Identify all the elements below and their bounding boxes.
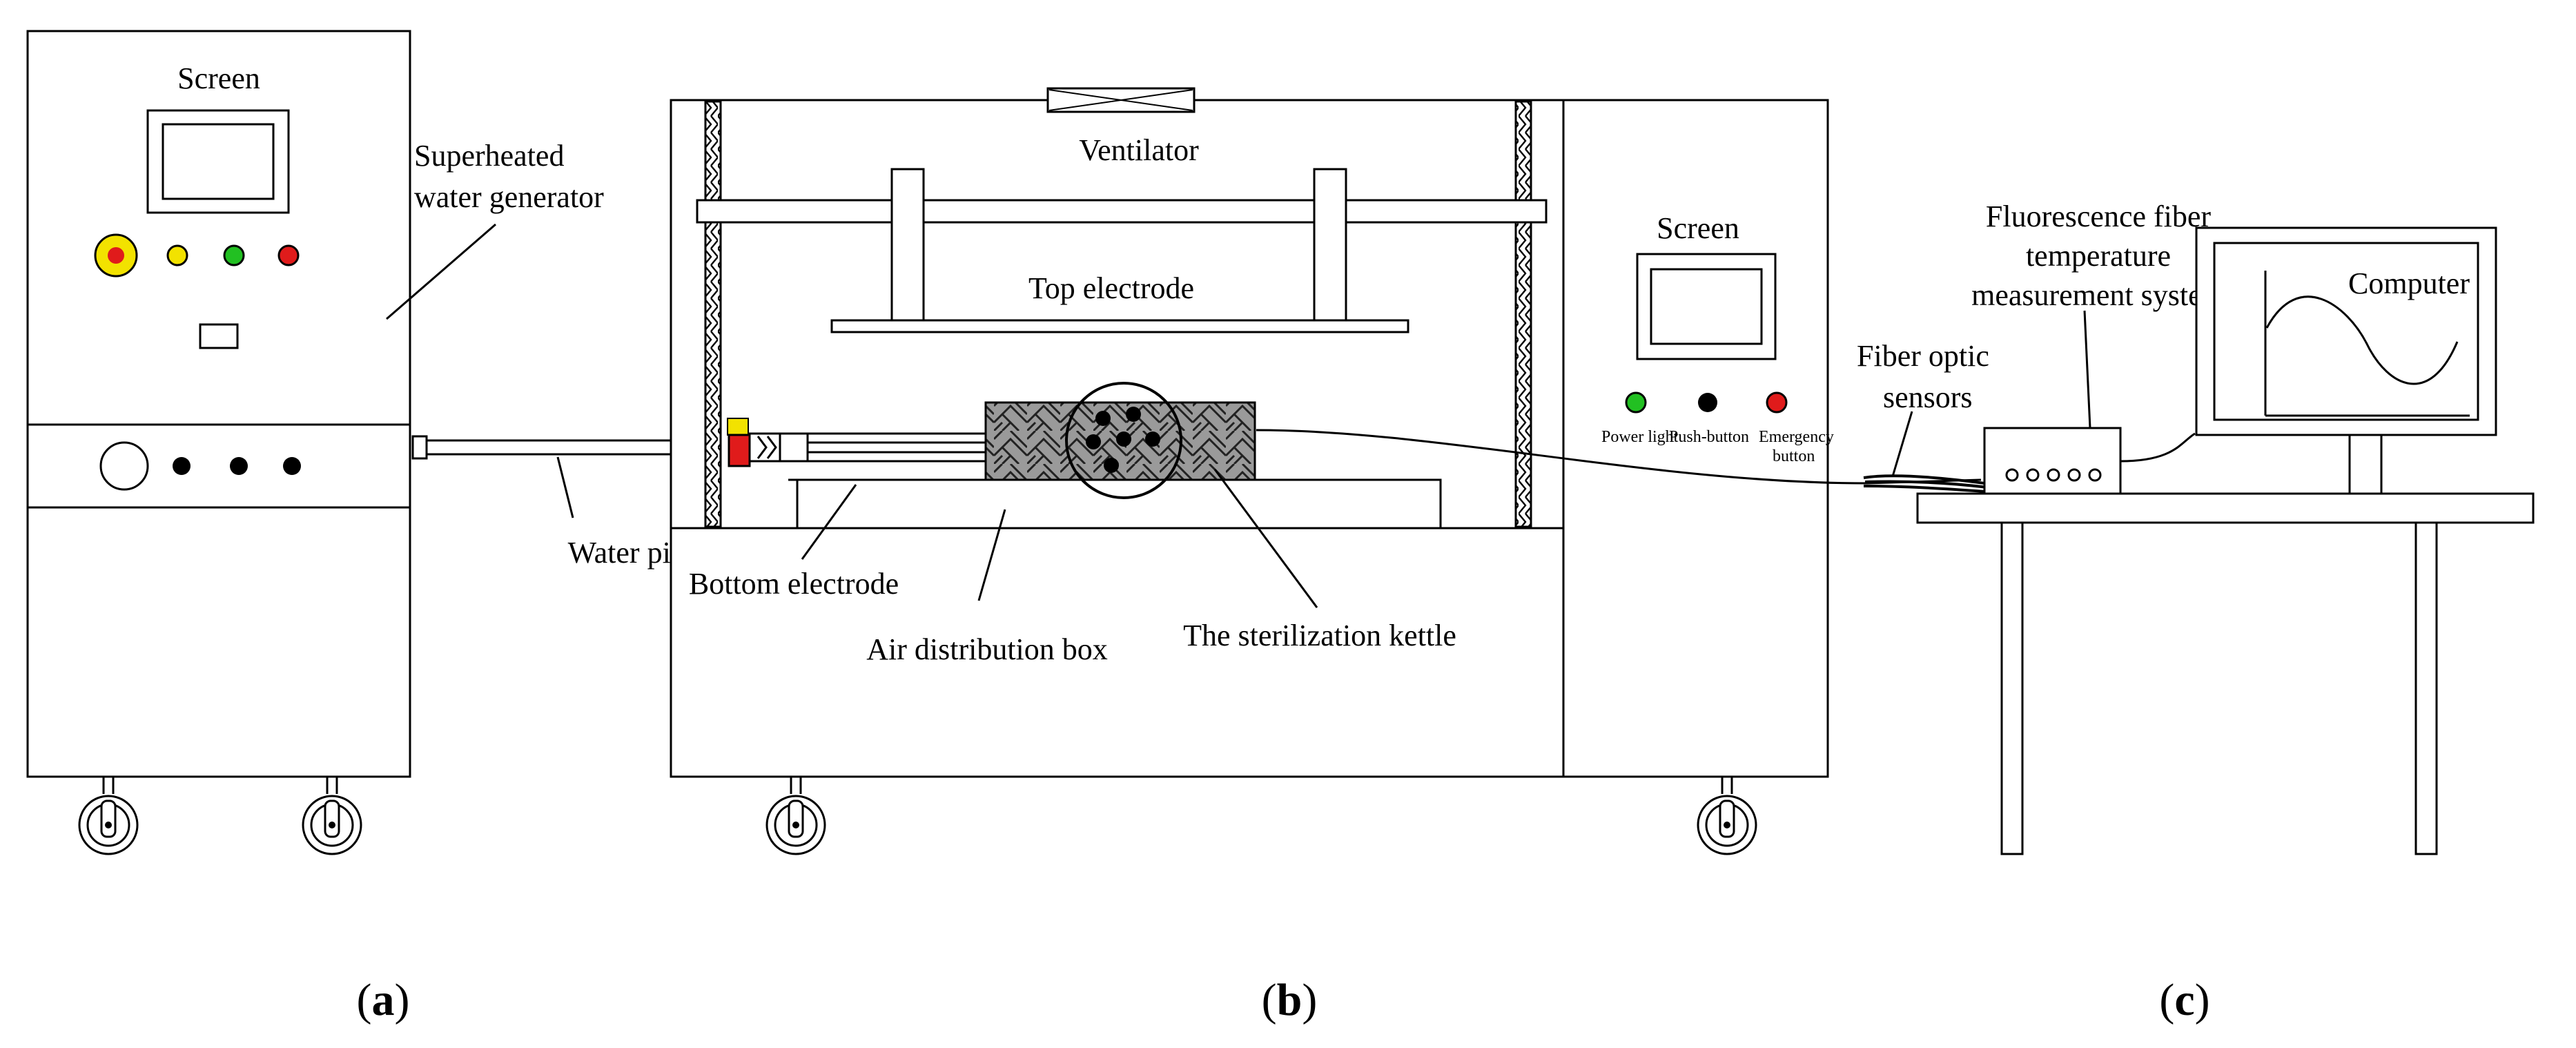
top-electrode-label: Top electrode [1028,271,1194,305]
sensors-label-line2: sensors [1883,380,1973,414]
bottom-electrode-leader [801,484,857,560]
device-cable [2120,432,2196,463]
generator-name-line1: Superheated [414,139,564,173]
panel-screen-inner [1650,268,1763,345]
kettle-label: The sterilization kettle [1183,619,1456,652]
generator-knob-1 [173,457,191,475]
top-electrode [830,319,1409,333]
push-button-label: Push-button [1669,428,1749,446]
pipe-valve-red [728,434,751,467]
panel-screen-label: Screen [1657,211,1739,245]
measurement-system: Fluorescence fiber temperature measureme… [1857,200,2535,855]
kettle-cross-section [1065,382,1182,499]
system-label-line2: temperature [2026,239,2171,273]
generator-screen-inner [162,123,275,200]
sensors-leader [1891,411,1913,477]
panel-label-b: (b) [1262,975,1318,1025]
graph-curve [2265,295,2459,385]
air-box-label: Air distribution box [866,632,1108,666]
generator-knob-3 [283,457,301,475]
generator-switch [199,323,239,349]
emergency-button [1766,391,1788,414]
water-pipe-leader-line [556,456,574,518]
insulation-wall-right [1514,100,1532,528]
generator-screen-label: Screen [177,61,260,95]
kettle-leader [1213,469,1318,608]
monitor-stand [2348,434,2383,495]
green-indicator-light [223,244,245,266]
table-top [1916,492,2535,524]
panel-label-a: (a) [357,975,410,1025]
generator-leader-line [386,223,496,320]
generator-name-line2: water generator [414,180,604,214]
sensors-label-line1: Fiber optic [1857,339,1989,373]
yellow-indicator-light [166,244,188,266]
table-leg-right [2414,521,2438,855]
control-panel [1562,99,1829,778]
push-button [1698,393,1717,412]
red-indicator-light [277,244,300,266]
computer-label: Computer [2348,266,2470,300]
air-distribution-box [796,478,1442,530]
pipe-valve-yellow [727,418,749,436]
sterilization-kettle [984,401,1256,481]
system-label-line1: Fluorescence fiber [1986,200,2212,233]
fiber-cable [1256,429,1982,485]
water-pipe-flange [411,435,428,460]
air-box-leader [977,509,1006,601]
table-leg-left [2000,521,2024,855]
fluorescence-fiber-device [1983,427,2122,495]
rf-heating-chamber: Ventilator Top electrode Bo [670,87,1834,855]
generator-wheel-left [78,777,139,855]
emergency-label-line2: button [1773,447,1815,465]
chamber-wheel-right [1697,777,1757,855]
bottom-electrode-label: Bottom electrode [689,567,899,601]
panel-label-c: (c) [2159,975,2209,1025]
generator-gauge [99,441,149,491]
insulation-wall-left [704,100,722,528]
top-hanger-right [1313,168,1347,322]
chamber-wheel-left [765,777,826,855]
system-label-line3: measurement system [1971,278,2225,312]
generator-knob-2 [230,457,248,475]
top-rail [696,199,1548,224]
superheated-water-generator: Screen Superheated water generator [26,30,604,855]
ventilator-label: Ventilator [1079,133,1199,167]
pipe-joint [757,436,777,459]
power-light [1625,391,1647,414]
generator-wheel-right [302,777,362,855]
top-hanger-left [890,168,925,322]
power-light-label: Power light [1601,428,1679,446]
computer-screen [2213,242,2479,421]
emergency-label-line1: Emergency [1759,428,1834,446]
emergency-stop-core [108,247,124,264]
fiber-optic-sensors [1863,474,1989,493]
system-leader [2083,310,2091,429]
pipe-connector [779,432,809,463]
